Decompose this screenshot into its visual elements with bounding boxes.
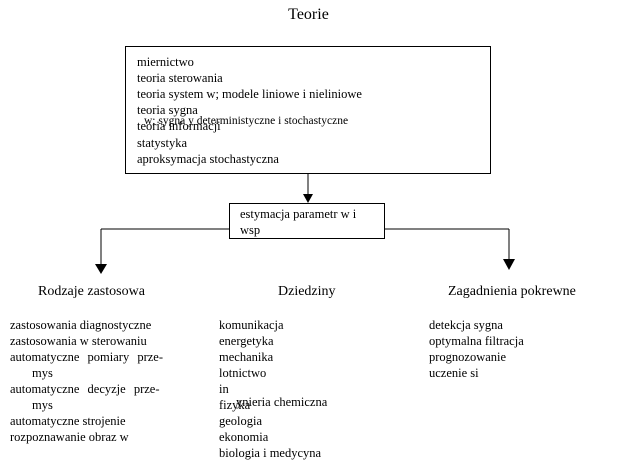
theory-to-estimation-arrowhead (303, 194, 313, 203)
theory-item: aproksymacja stochastyczna (137, 152, 279, 166)
theory-item: statystyka (137, 136, 187, 150)
list-item-overlap: ynieria chemiczna (236, 395, 328, 409)
list-item: uczenie si (429, 366, 479, 380)
estimation-line: wsp (240, 223, 261, 237)
theories-box: miernictwo teoria sterowania teoria syst… (125, 46, 491, 174)
list-item: in (219, 382, 229, 396)
related-topics-heading: Zagadnienia pokrewne (448, 284, 576, 299)
list-item: automatyczne pomiary prze- (10, 350, 163, 364)
list-item: lotnictwo (219, 366, 267, 380)
estimation-line: estymacja parametr w i (240, 207, 357, 221)
theory-item-overlap: w; sygna y deterministyczne i stochastyc… (144, 115, 349, 127)
list-item: zastosowania w sterowaniu (10, 334, 147, 348)
list-item: komunikacja (219, 318, 284, 332)
list-item: mys (32, 366, 53, 380)
list-item: geologia (219, 414, 263, 428)
list-item: fizyka (219, 398, 251, 412)
list-item: energetyka (219, 334, 274, 348)
list-item: rozpoznawanie obraz w (10, 430, 129, 444)
list-item: mechanika (219, 350, 274, 364)
left-arrowhead (95, 264, 107, 274)
right-arrowhead (503, 259, 515, 270)
list-item: prognozowanie (429, 350, 507, 364)
list-item: automatyczne decyzje prze- (10, 382, 160, 396)
theory-item: teoria sygna (137, 103, 198, 117)
theory-item: teoria system w; modele liniowe i nielin… (137, 87, 362, 101)
theory-item: teoria sterowania (137, 71, 223, 85)
theory-item: teoria informacji (137, 119, 221, 133)
list-item: ekonomia (219, 430, 269, 444)
list-item: mys (32, 398, 53, 412)
list-item: biologia i medycyna (219, 446, 322, 460)
list-item: zastosowania diagnostyczne (10, 318, 152, 332)
domains-heading: Dziedziny (278, 284, 336, 299)
estimation-box: estymacja parametr w i wsp (229, 203, 385, 239)
list-item: optymalna filtracja (429, 334, 524, 348)
diagram-title: Teorie (288, 6, 329, 23)
applications-heading: Rodzaje zastosowa (38, 284, 145, 299)
list-item: automatyczne strojenie (10, 414, 126, 428)
theory-item: miernictwo (137, 55, 194, 69)
list-item: detekcja sygna (429, 318, 503, 332)
